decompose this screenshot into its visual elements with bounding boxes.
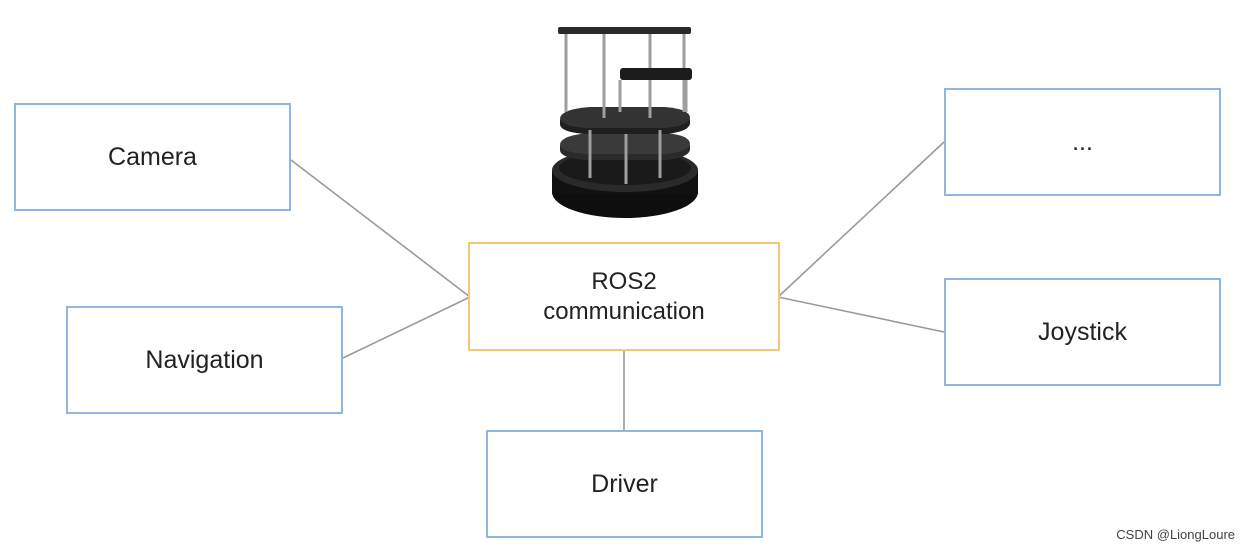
connector-navigation — [342, 296, 471, 359]
joystick-node: Joystick — [944, 278, 1221, 386]
center-label-line2: communication — [543, 297, 705, 325]
connector-more — [777, 141, 945, 298]
driver-label: Driver — [591, 470, 658, 498]
camera-label: Camera — [108, 143, 197, 171]
watermark: CSDN @LiongLoure — [1116, 527, 1235, 542]
connector-joystick — [777, 296, 945, 333]
more-node: ... — [944, 88, 1221, 196]
camera-node: Camera — [14, 103, 291, 211]
driver-node: Driver — [486, 430, 763, 538]
ros2-communication-node: ROS2 communication — [468, 242, 780, 351]
navigation-node: Navigation — [66, 306, 343, 414]
more-label: ... — [1072, 128, 1093, 156]
center-label-line1: ROS2 — [591, 267, 657, 295]
turtlebot-robot-icon — [552, 27, 698, 218]
navigation-label: Navigation — [145, 346, 264, 374]
connector-camera — [290, 159, 471, 298]
joystick-label: Joystick — [1038, 318, 1127, 346]
